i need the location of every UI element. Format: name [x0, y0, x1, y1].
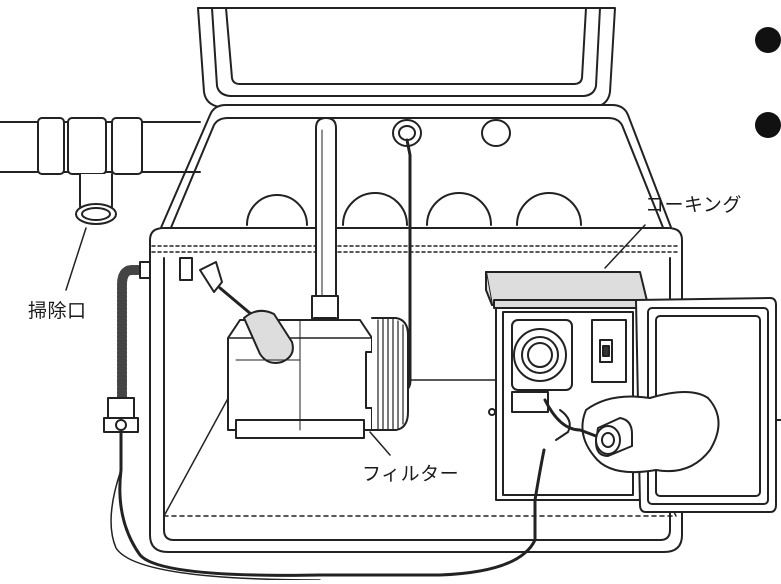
wall-holes: [246, 119, 582, 226]
label-cleanout: 掃除口: [28, 300, 87, 322]
label-caulking: コーキング: [645, 194, 742, 216]
bullet-marker-2: [755, 112, 781, 138]
box-lid: [197, 7, 616, 108]
plug: [533, 391, 720, 502]
label-filter: フィルター: [362, 463, 460, 485]
cleanout-pipe: [0, 117, 201, 225]
bullet-marker-1: [755, 27, 781, 53]
pump: [179, 257, 409, 439]
leader-lines: [65, 224, 646, 456]
outlet-pipe: [311, 117, 339, 339]
flexible-conduit: [103, 261, 537, 581]
